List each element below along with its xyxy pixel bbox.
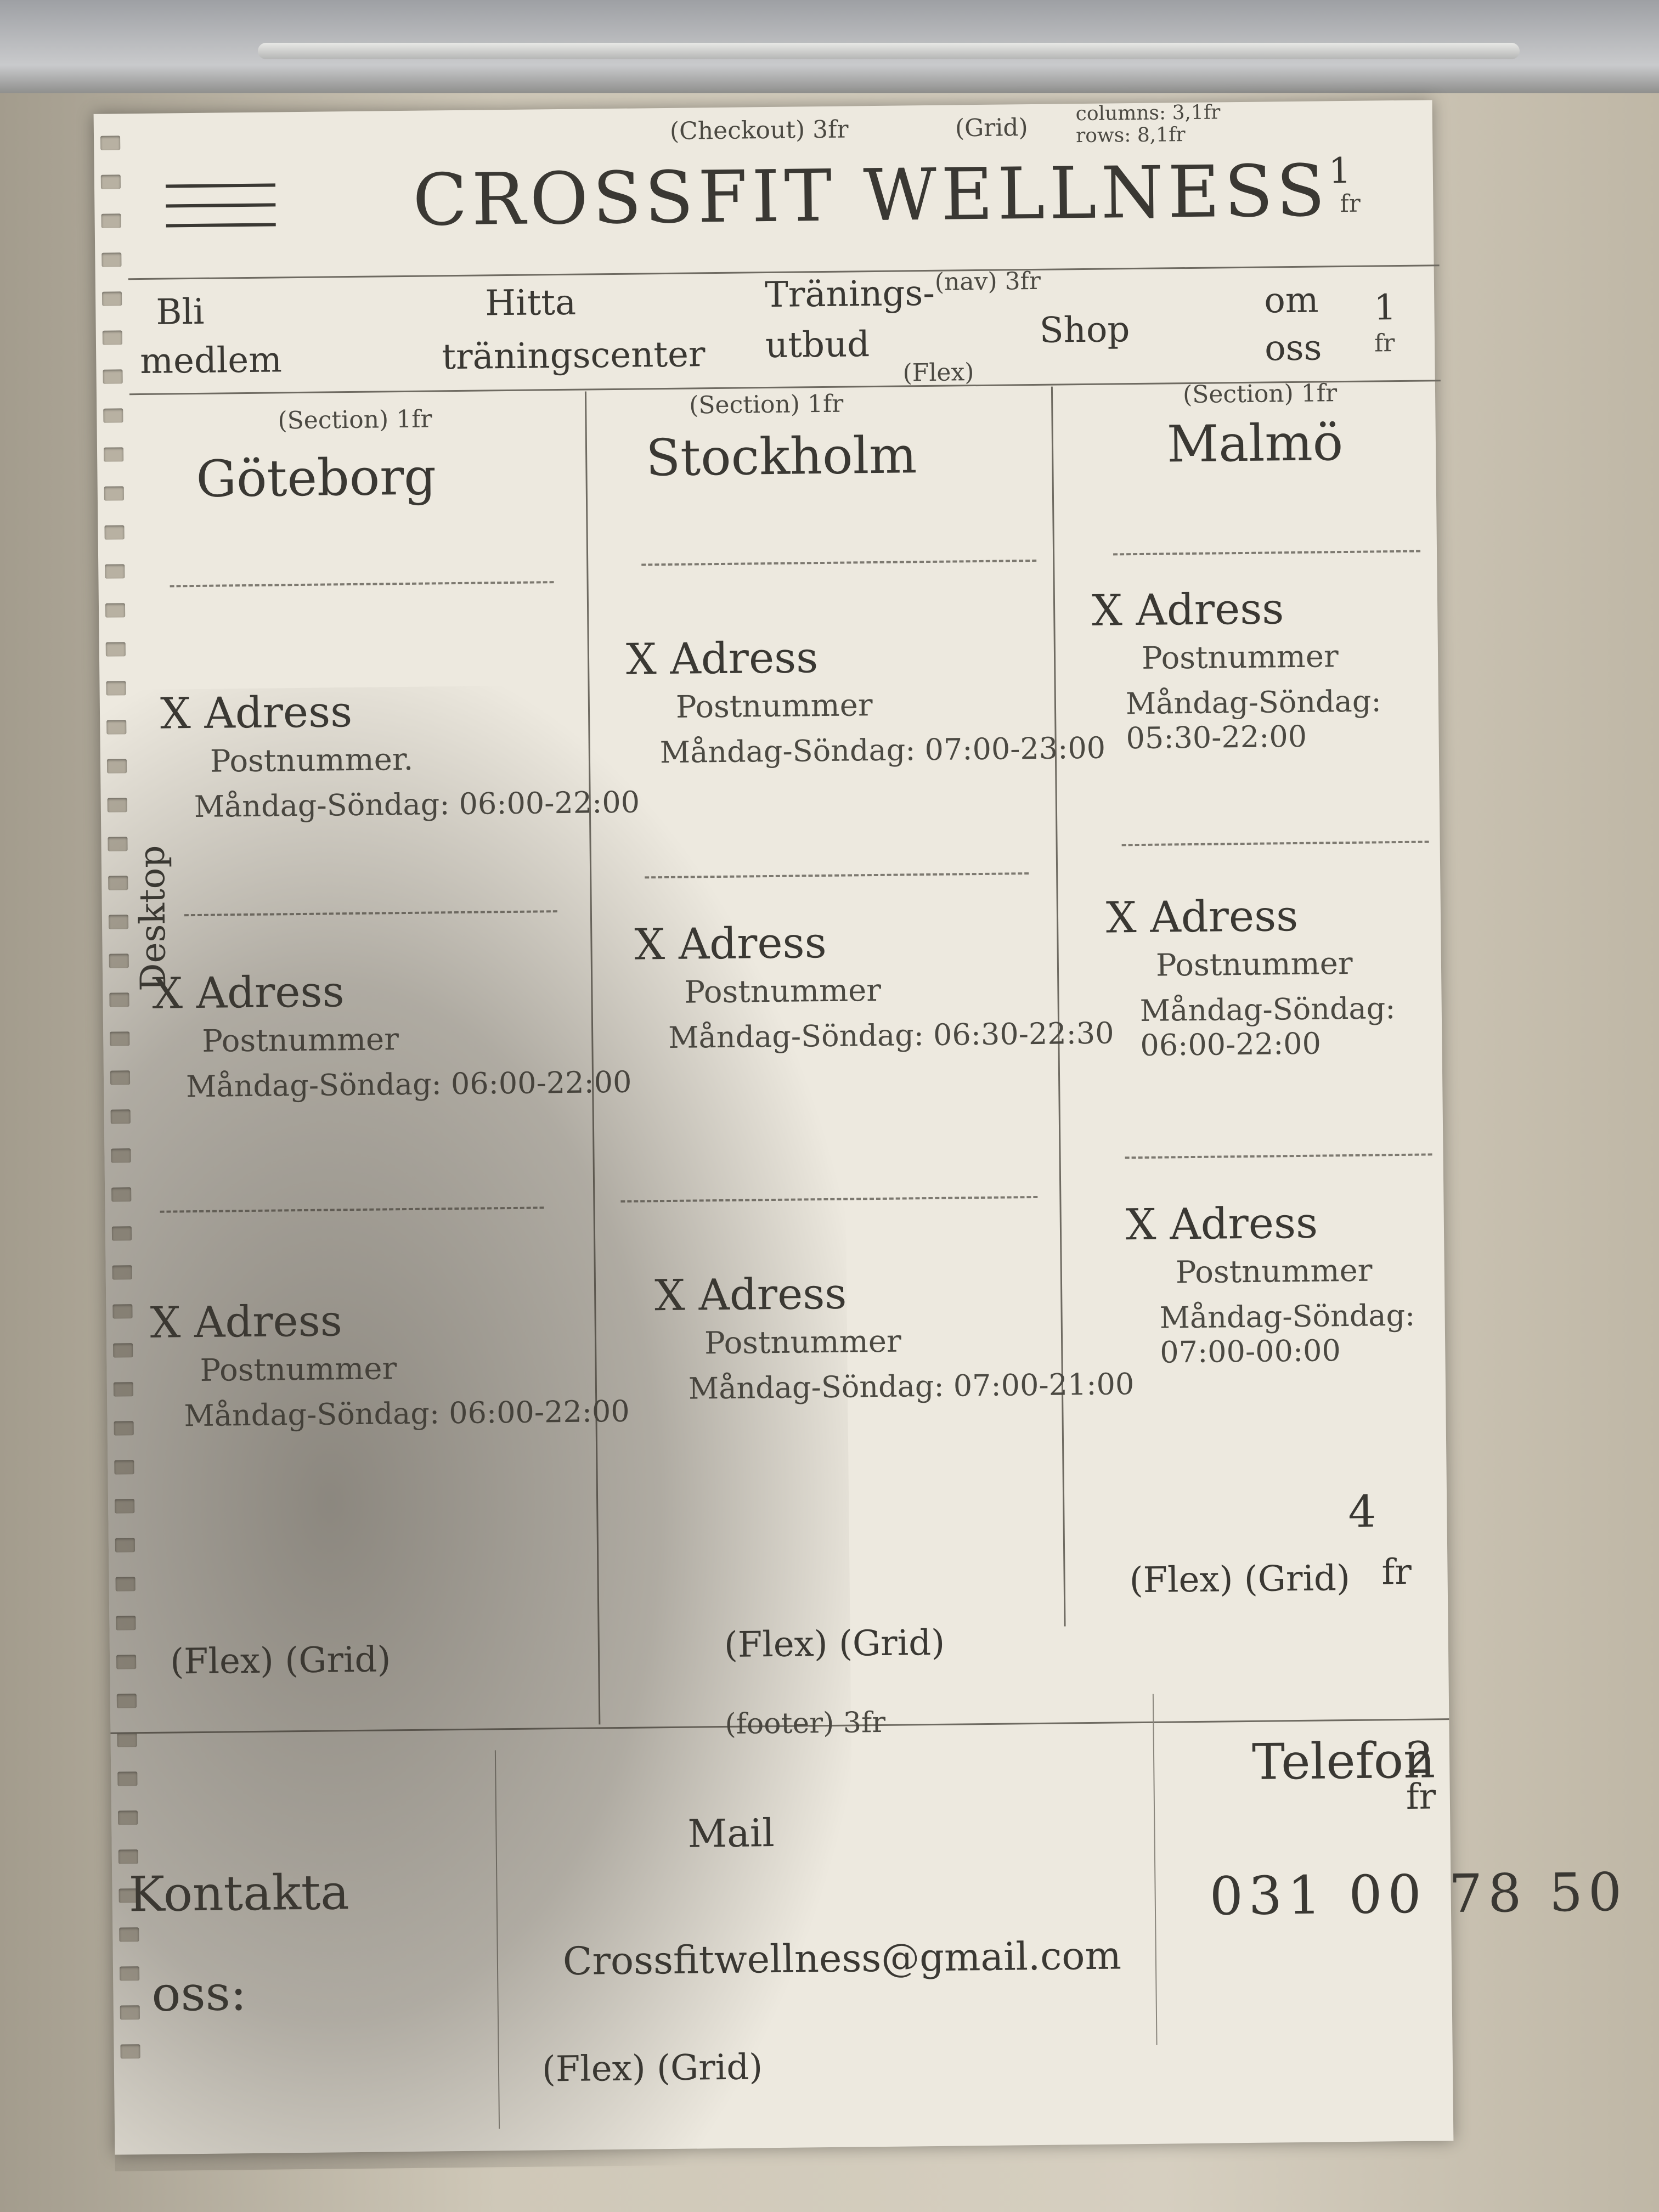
nav-item-traningsutbud[interactable]: Tränings- utbud xyxy=(764,273,935,366)
nav-flex-note: (Flex) xyxy=(902,358,974,387)
section-note-malmo: (Section) 1fr xyxy=(1182,379,1338,409)
separator xyxy=(1121,840,1429,847)
hamburger-icon[interactable] xyxy=(165,183,276,244)
separator xyxy=(184,910,557,917)
sketch-paper: (Checkout) 3fr (Grid) columns: 3,1fr row… xyxy=(93,100,1628,2171)
layout-note-flex-grid: (Flex) (Grid) xyxy=(724,1622,945,1666)
nav-item-bli-medlem[interactable]: Bli medlem xyxy=(139,291,283,382)
footer-note: (footer) 3fr xyxy=(725,1706,886,1741)
gym-card[interactable]: X Adress Postnummer Måndag-Söndag: 05:30… xyxy=(1091,584,1381,756)
gym-card[interactable]: X Adress Postnummer Måndag-Söndag: 07:00… xyxy=(654,1269,1135,1406)
footer-column-divider-2 xyxy=(1152,1694,1158,2045)
header-checkout-note: (Checkout) 3fr xyxy=(669,115,849,145)
header-fraction-unit: fr xyxy=(1340,189,1361,218)
gym-card[interactable]: X Adress Postnummer. Måndag-Söndag: 06:0… xyxy=(160,687,640,825)
city-title-goteborg: Göteborg xyxy=(196,447,437,509)
header-rows-note: rows: 8,1fr xyxy=(1075,123,1186,148)
separator xyxy=(170,581,554,588)
laptop-groove xyxy=(258,43,1520,59)
city-title-malmo: Malmö xyxy=(1166,413,1344,474)
separator xyxy=(645,872,1029,879)
main-fraction: 4 xyxy=(1347,1486,1376,1538)
separator xyxy=(1113,550,1421,556)
header-columns-note: columns: 3,1fr xyxy=(1075,101,1221,126)
main-fraction-unit: fr xyxy=(1381,1551,1412,1593)
section-note-stockholm: (Section) 1fr xyxy=(689,390,844,420)
laptop-edge xyxy=(0,0,1659,93)
nav-note: (nav) 3fr xyxy=(934,267,1041,296)
gym-card[interactable]: X Adress Postnummer Måndag-Söndag: 06:00… xyxy=(150,1296,630,1434)
city-title-stockholm: Stockholm xyxy=(645,426,917,488)
header-fraction: 1 xyxy=(1328,150,1351,192)
nav-item-hitta-traningscenter[interactable]: Hitta träningscenter xyxy=(441,282,706,378)
gym-card[interactable]: X Adress Postnummer Måndag-Söndag: 06:00… xyxy=(1105,891,1396,1063)
site-title: CROSSFIT WELLNESS xyxy=(412,149,1330,242)
separator xyxy=(620,1195,1038,1203)
separator xyxy=(160,1206,544,1213)
nav-fraction: 1 xyxy=(1374,287,1397,329)
gym-card[interactable]: X Adress Postnummer Måndag-Söndag: 07:00… xyxy=(625,633,1106,770)
nav-item-shop[interactable]: Shop xyxy=(1039,309,1130,351)
gym-card[interactable]: X Adress Postnummer Måndag-Söndag: 07:00… xyxy=(1125,1198,1415,1370)
gym-card[interactable]: X Adress Postnummer Måndag-Söndag: 06:00… xyxy=(151,967,632,1104)
header-grid-note: (Grid) xyxy=(955,114,1028,143)
footer-phone-link[interactable]: 031 00 78 50 xyxy=(1209,1861,1628,1927)
nav-item-om-oss[interactable]: om oss xyxy=(1263,280,1322,369)
nav-fraction-unit: fr xyxy=(1374,329,1395,358)
footer-column-divider-1 xyxy=(494,1750,500,2129)
footer-fraction: 2 xyxy=(1405,1732,1434,1784)
footer-mail-label: Mail xyxy=(687,1810,775,1857)
section-note-goteborg: (Section) 1fr xyxy=(278,405,432,435)
gym-card[interactable]: X Adress Postnummer Måndag-Söndag: 06:30… xyxy=(634,918,1114,1055)
separator xyxy=(641,559,1037,566)
layout-note-flex-grid: (Flex) (Grid) xyxy=(1129,1558,1351,1601)
footer-fraction-unit: fr xyxy=(1406,1776,1436,1818)
footer-mail-link[interactable]: Crossfitwellness@gmail.com xyxy=(562,1933,1122,1984)
footer-contact-heading: Kontakta oss: xyxy=(128,1864,350,2023)
layout-note-flex-grid: (Flex) (Grid) xyxy=(170,1639,391,1683)
separator xyxy=(1125,1153,1432,1159)
footer-flex-note: (Flex) (Grid) xyxy=(541,2047,763,2090)
